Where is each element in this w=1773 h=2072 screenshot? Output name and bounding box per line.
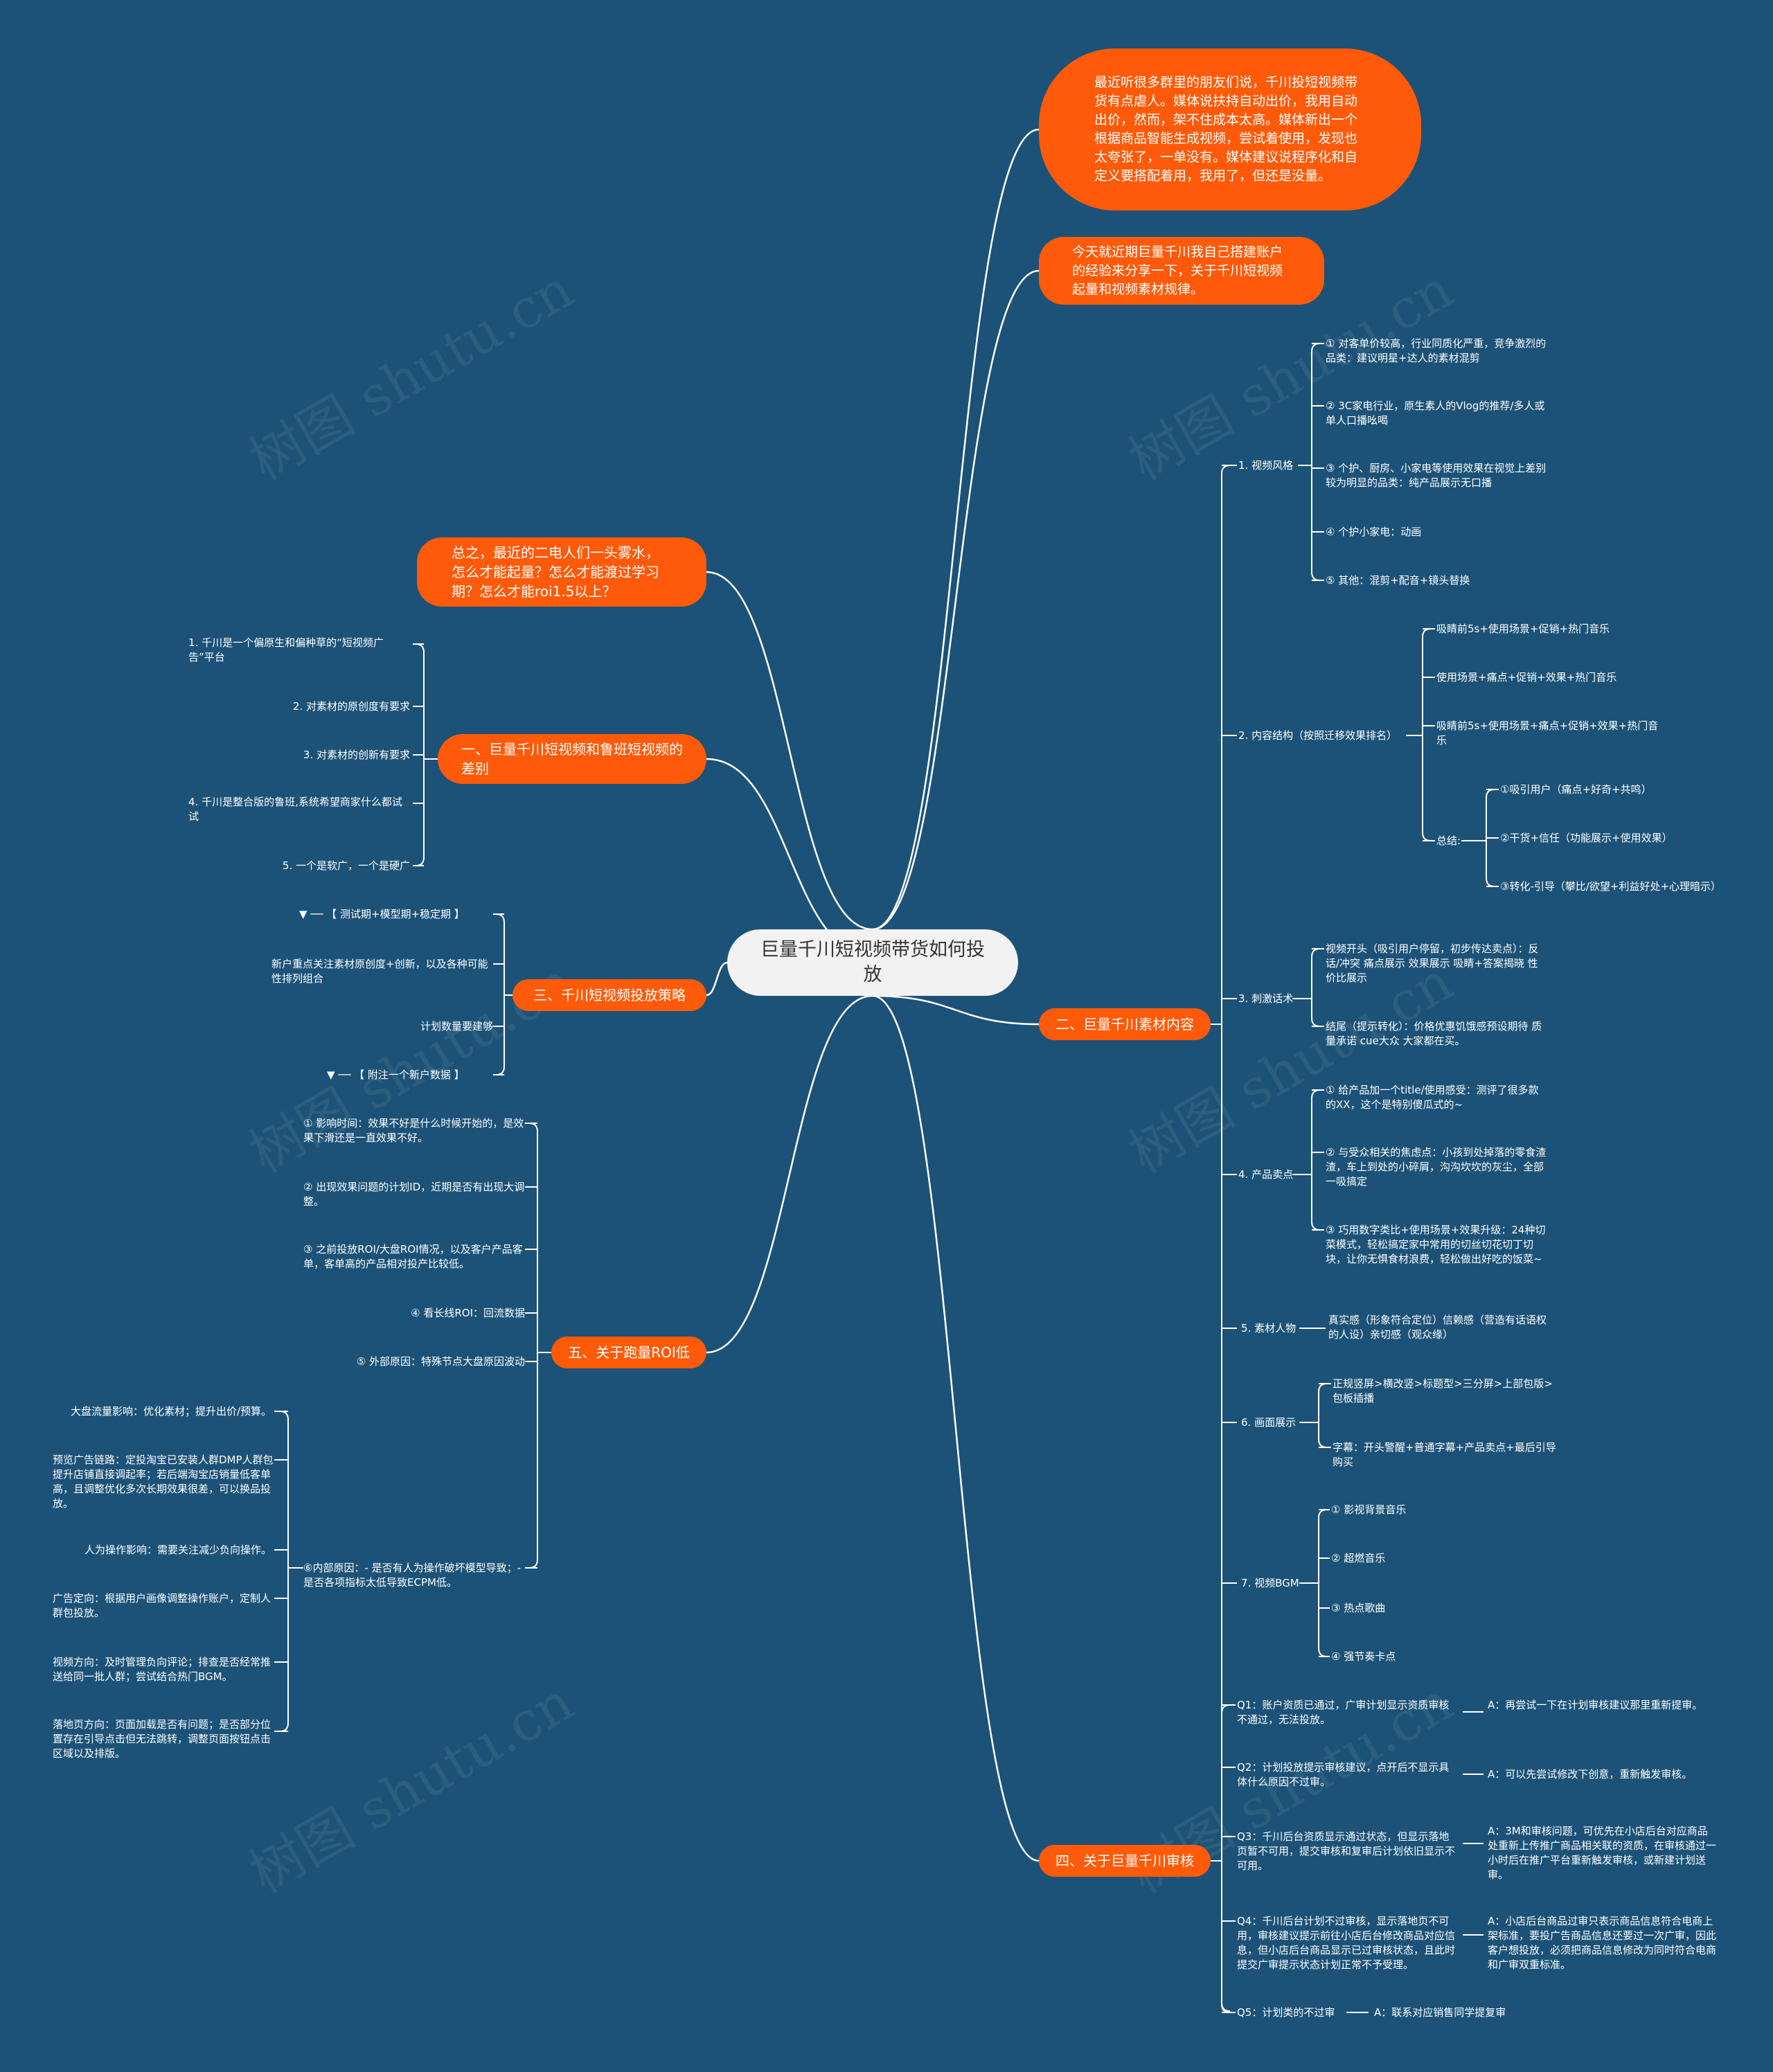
section2-item: 真实感（形象符合定位）信赖感（营造有话语权的人设）亲切感（观众缘） <box>1328 1314 1547 1341</box>
qa-answer: A：联系对应销售同学提复审 <box>1374 2006 1506 2019</box>
bracket-line <box>1311 343 1321 581</box>
bracket-line <box>528 1123 538 1569</box>
bracket-line <box>1221 1704 1231 2013</box>
section3-item: 计划数量要建够 <box>420 1020 493 1033</box>
connector-line <box>872 994 1040 1026</box>
summary-node[interactable]: 总之，最近的二电人们一头雾水，怎么才能起量？怎么才能渡过学习期？怎么才能roi1… <box>417 537 706 607</box>
section2-item: ② 超燃音乐 <box>1331 1552 1386 1564</box>
section5-item: ① 影响时间：效果不好是什么时候开始的，是效果下滑还是一直效果不好。 <box>303 1117 524 1144</box>
section2-item: 吸睛前5s+使用场景+促销+热门音乐 <box>1436 623 1610 635</box>
section2-group-label: 7. 视频BGM <box>1241 1577 1299 1589</box>
section1-item: 4. 千川是整合版的鲁班,系统希望商家什么都试试 <box>188 796 402 823</box>
bracket-line <box>279 1411 289 1732</box>
section2-item: 字幕：开头警醒+普通字幕+产品卖点+最后引导购买 <box>1333 1441 1556 1468</box>
section2-item: ④ 个护小家电：动画 <box>1326 526 1422 538</box>
section3-item: 新户重点关注素材原创度+创新，以及各种可能性排列组合 <box>271 958 488 985</box>
section3-node[interactable]: 三、千川短视频投放策略 <box>513 979 706 1011</box>
section5-sub-item: 大盘流量影响：优化素材；提升出价/预算。 <box>70 1405 271 1418</box>
connector-line <box>872 994 1040 1862</box>
intro-node-2[interactable]: 今天就近期巨量千川我自己搭建账户的经验来分享一下，关于千川短视频起量和视频素材规… <box>1039 237 1324 305</box>
section5-sub-item: 落地页方向：页面加载是否有问题；是否部分位置存在引导点击但无法跳转，调整页面按钮… <box>53 1718 271 1760</box>
connector-line <box>706 994 873 1354</box>
section2-item: ③ 个护、厨房、小家电等使用效果在视觉上差别较为明显的品类：纯产品展示无口播 <box>1326 462 1547 489</box>
section5-item: ⑤ 外部原因：特殊节点大盘原因波动 <box>356 1355 525 1368</box>
section2-summary-item: ①吸引用户（痛点+好奇+共鸣） <box>1500 783 1652 796</box>
section4-node[interactable]: 四、关于巨量千川审核 <box>1039 1845 1211 1877</box>
bracket-line <box>1318 1383 1328 1448</box>
qa-question: Q3：千川后台资质显示通过状态，但显示落地页暂不可用，提交审核和复审后计划依旧显… <box>1237 1830 1456 1872</box>
section5-sub-item: 人为操作影响：需要关注减少负向操作。 <box>84 1544 271 1556</box>
qa-question: Q4：千川后台计划不过审核，显示落地页不可用，审核建议提示前往小店后台修改商品对… <box>1237 1915 1456 1971</box>
section5-sub-item: 视频方向：及时管理负向评论；排查是否经常推送给同一批人群；尝试结合热门BGM。 <box>53 1656 271 1683</box>
connector-line <box>872 128 1040 931</box>
section1-item: 2. 对素材的原创度有要求 <box>292 700 410 713</box>
section2-item: ② 与受众相关的焦虑点：小孩到处掉落的零食渣渣，车上到处的小碎屑，沟沟坎坎的灰尘… <box>1326 1146 1547 1188</box>
section2-item: ④ 强节奏卡点 <box>1331 1650 1396 1663</box>
section1-item: 1. 千川是一个偏原生和偏种草的“短视频广告”平台 <box>188 636 384 663</box>
section2-summary-item: ②干货+信任（功能展示+使用效果） <box>1500 832 1673 844</box>
section2-group-label: 1. 视频风格 <box>1238 459 1294 472</box>
section2-group-label: 6. 画面展示 <box>1241 1416 1297 1429</box>
bracket-line <box>1311 1089 1321 1231</box>
section5-item: ③ 之前投放ROI/大盘ROI情况，以及客户产品客单，客单高的产品相对投产比较低… <box>303 1243 523 1270</box>
qa-question: Q5：计划类的不过审 <box>1237 2006 1335 2019</box>
section2-item: 吸睛前5s+使用场景+痛点+促销+效果+热门音乐 <box>1436 720 1659 747</box>
section5-sub-item: 广告定向：根据用户画像调整操作账户，定制人群包投放。 <box>53 1592 271 1619</box>
watermark: 树图 shutu.cn <box>239 258 584 493</box>
section2-group-label: 2. 内容结构（按照迁移效果排名） <box>1238 729 1398 742</box>
connector-line <box>706 961 728 997</box>
section2-item: ② 3C家电行业，原生素人的Vlog的推荐/多人或单人口播吆喝 <box>1326 400 1545 427</box>
section2-item: 视频开头（吸引用户停留，初步传达卖点）：反话/冲突 痛点展示 效果展示 吸睛+答… <box>1326 943 1539 984</box>
qa-answer: A：小店后台商品过审只表示商品信息符合电商上架标准，要投广告商品信息还要过一次广… <box>1488 1915 1717 1971</box>
bracket-line <box>1311 948 1321 1027</box>
section2-summary-label: 总结: <box>1436 834 1461 847</box>
section5-item: ④ 看长线ROI：回流数据 <box>411 1307 525 1319</box>
section2-item: ⑤ 其他：混剪+配音+镜头替换 <box>1326 574 1470 587</box>
section2-item: ③ 热点歌曲 <box>1331 1602 1386 1614</box>
section3-item[interactable]: ▼ ── 【 测试期+模型期+稳定期 】 <box>299 908 465 920</box>
connector-line <box>872 269 1040 931</box>
section2-item: 结尾（提示转化）：价格优惠饥饿感预设期待 质量承诺 cue大众 大家都在买。 <box>1326 1020 1542 1047</box>
central-topic[interactable]: 巨量千川短视频带货如何投放 <box>727 929 1018 996</box>
section2-node[interactable]: 二、巨量千川素材内容 <box>1039 1008 1211 1040</box>
section1-node[interactable]: 一、巨量千川短视频和鲁班短视频的差别 <box>438 734 706 784</box>
section1-item: 5. 一个是软广，一个是硬广 <box>282 859 410 872</box>
bracket-line <box>1221 465 1231 2012</box>
qa-answer: A：3M和审核问题，可优先在小店后台对应商品处重新上传推广商品相关联的资质，在审… <box>1488 1825 1717 1881</box>
section2-group-label: 5. 素材人物 <box>1241 1322 1297 1334</box>
section3-item[interactable]: ▼ ── 【 附注一个新户数据 】 <box>327 1069 465 1081</box>
qa-answer: A：可以先尝试修改下创意，重新触发审核。 <box>1488 1768 1693 1780</box>
section2-item: 使用场景+痛点+促销+效果+热门音乐 <box>1436 671 1617 684</box>
section5-item: ② 出现效果问题的计划ID，近期是否有出现大调整。 <box>303 1181 525 1208</box>
watermark: 树图 shutu.cn <box>239 1670 584 1906</box>
section2-group-label: 4. 产品卖点 <box>1238 1168 1294 1181</box>
section2-item: 正规竖屏>横改竖>标题型>三分屏>上部包版>包板插播 <box>1333 1377 1553 1404</box>
section5-sub-item: 预览广告链路：定投淘宝已安装人群DMP人群包提升店铺直接调起率；若后端淘宝店销量… <box>53 1454 274 1510</box>
section2-item: ③ 巧用数字类比+使用场景+效果升级：24种切菜模式，轻松搞定家中常用的切丝切花… <box>1326 1224 1546 1265</box>
connector-line <box>706 571 873 931</box>
section2-group-label: 3. 刺激话术 <box>1238 992 1294 1005</box>
qa-question: Q1：账户资质已通过，广审计划显示资质审核不通过，无法投放。 <box>1237 1699 1450 1726</box>
section2-summary-item: ③转化-引导（攀比/欲望+利益好处+心理暗示） <box>1500 880 1722 893</box>
section2-item: ① 影视背景音乐 <box>1331 1503 1407 1516</box>
section2-item: ① 对客单价较高，行业同质化严重，竞争激烈的品类：建议明星+达人的素材混剪 <box>1326 337 1547 364</box>
section5-node[interactable]: 五、关于跑量ROI低 <box>551 1337 706 1368</box>
section1-item: 3. 对素材的创新有要求 <box>303 749 410 761</box>
intro-node-1[interactable]: 最近听很多群里的朋友们说，千川投短视频带货有点虐人。媒体说扶持自动出价，我用自动… <box>1039 48 1421 211</box>
section5-item: ⑥内部原因：- 是否有人为操作破坏模型导致；- 是否各项指标太低导致ECPM低。 <box>303 1562 522 1589</box>
qa-question: Q2：计划投放提示审核建议，点开后不显示具体什么原因不过审。 <box>1237 1761 1450 1788</box>
section2-item: ① 给产品加一个title/使用感受：测评了很多款的XX，这个是特别傻瓜式的~ <box>1326 1084 1539 1111</box>
qa-answer: A：再尝试一下在计划审核建议那里重新提审。 <box>1488 1699 1703 1711</box>
